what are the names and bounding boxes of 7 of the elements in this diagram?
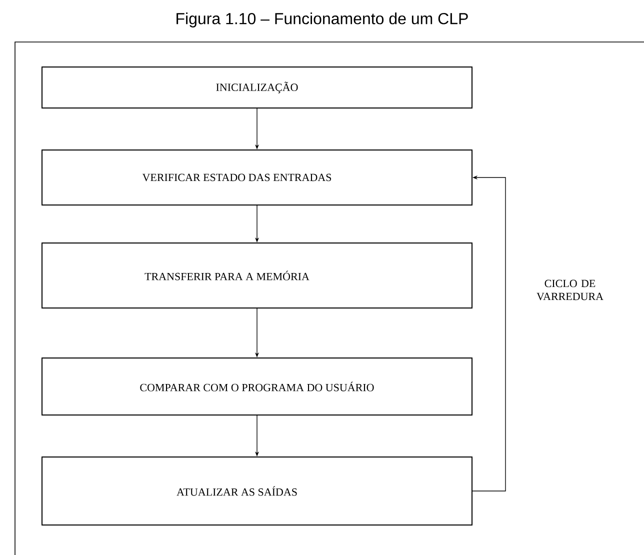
cycle-label: CICLO DE VARREDURA	[536, 280, 604, 300]
process-box: ATUALIZAR AS SAÍDAS	[42, 456, 472, 526]
process-box: INICIALIZAÇÃO	[42, 66, 472, 108]
process-box: COMPARAR COM O PROGRAMA DO USUÁRIO	[42, 358, 472, 416]
process-box: TRANSFERIR PARA A MEMÓRIA	[42, 242, 472, 308]
figure-title: Figura 1.10 – Funcionamento de um CLP	[176, 12, 468, 28]
process-box: VERIFICAR ESTADO DAS ENTRADAS	[42, 150, 472, 206]
